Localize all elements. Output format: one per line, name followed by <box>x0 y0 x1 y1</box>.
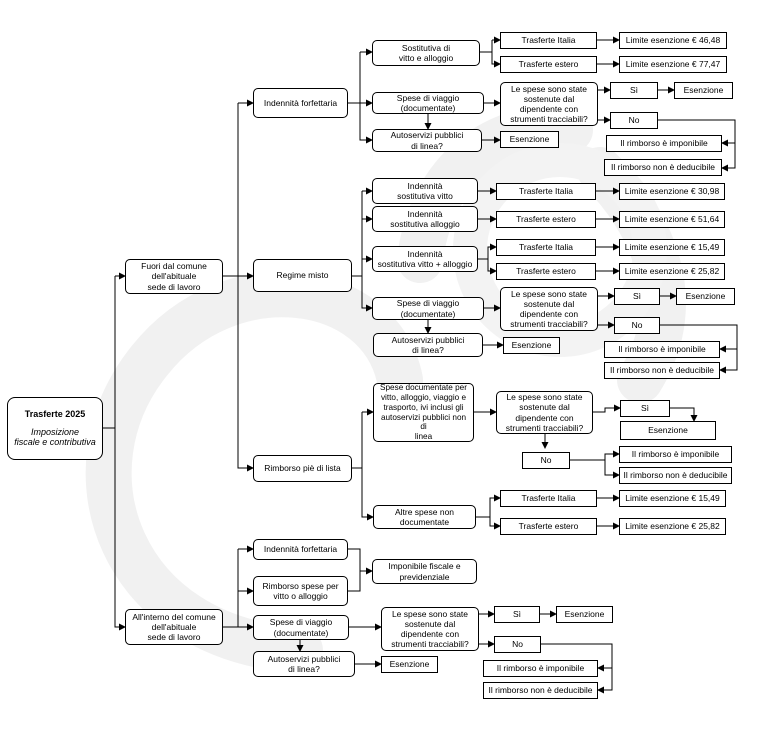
node-fuori-comune: Fuori dal comune dell'abituale sede di l… <box>125 259 223 294</box>
node-b-sostitutiva-vitto-alloggio: Indennità sostitutiva vitto + alloggio <box>372 246 478 272</box>
node-c-limite-2: Limite esenzione € 25,82 <box>619 518 726 535</box>
node-c-si: Sì <box>620 400 670 417</box>
node-b-trasferte-italia-1: Trasferte Italia <box>496 183 596 200</box>
node-a-autoservizi: Autoservizi pubblici di linea? <box>372 129 482 152</box>
root-node: Trasferte 2025 Imposizione fiscale e con… <box>7 397 103 460</box>
node-a-no: No <box>610 112 658 129</box>
node-d-si: Sì <box>494 606 540 623</box>
node-d-imponibile-fiscale: Imponibile fiscale e previdenziale <box>372 559 477 584</box>
node-b-trasferte-estero-1: Trasferte estero <box>496 211 596 228</box>
node-b-no: No <box>614 317 660 334</box>
node-d-rimborso-spese: Rimborso spese per vitto o alloggio <box>253 576 348 606</box>
node-d-no: No <box>494 636 541 653</box>
node-d-esenzione-si: Esenzione <box>556 606 613 623</box>
node-b-non-deducibile: Il rimborso non è deducibile <box>604 362 720 379</box>
node-d-non-deducibile: Il rimborso non è deducibile <box>483 682 598 699</box>
node-a-non-deducibile: Il rimborso non è deducibile <box>604 159 722 176</box>
node-b-trasferte-italia-2: Trasferte Italia <box>496 239 596 256</box>
node-b-sostitutiva-alloggio: Indennità sostitutiva alloggio <box>372 206 478 232</box>
node-b-limite-3: Limite esenzione € 15,49 <box>619 239 725 256</box>
node-b-esenzione-auto: Esenzione <box>503 337 560 354</box>
node-a-limite-italia: Limite esenzione € 46,48 <box>619 32 727 49</box>
node-b-autoservizi: Autoservizi pubblici di linea? <box>373 333 483 357</box>
node-b-limite-2: Limite esenzione € 51,64 <box>619 211 725 228</box>
node-a-spese-viaggio: Spese di viaggio (documentate) <box>372 92 484 114</box>
node-d-esenzione-auto: Esenzione <box>381 656 438 673</box>
node-b-esenzione-si: Esenzione <box>676 288 735 305</box>
node-d-imponibile: Il rimborso è imponibile <box>483 660 598 677</box>
node-a-esenzione-si: Esenzione <box>674 82 733 99</box>
node-a-esenzione-auto: Esenzione <box>500 131 559 148</box>
node-indennita-forfettaria: Indennità forfettaria <box>253 88 348 118</box>
node-a-domanda-tracciabili: Le spese sono state sostenute dal dipend… <box>500 82 598 126</box>
node-d-spese-viaggio: Spese di viaggio (documentate) <box>253 615 349 640</box>
node-regime-misto: Regime misto <box>253 259 352 292</box>
node-d-autoservizi: Autoservizi pubblici di linea? <box>253 651 355 677</box>
node-d-indennita-forfettaria: Indennità forfettaria <box>253 539 348 560</box>
node-b-imponibile: Il rimborso è imponibile <box>604 341 720 358</box>
node-a-sostitutiva: Sostitutiva di vitto e alloggio <box>372 40 480 66</box>
node-c-spese-documentate: Spese documentate per vitto, alloggio, v… <box>373 383 474 442</box>
node-d-domanda-tracciabili: Le spese sono state sostenute dal dipend… <box>381 607 479 651</box>
node-interno-comune: All'interno del comune dell'abituale sed… <box>125 609 223 645</box>
node-b-sostitutiva-vitto: Indennità sostitutiva vitto <box>372 178 478 204</box>
node-b-limite-1: Limite esenzione € 30,98 <box>619 183 725 200</box>
node-b-trasferte-estero-2: Trasferte estero <box>496 263 596 280</box>
node-a-si: Sì <box>610 82 658 99</box>
node-b-limite-4: Limite esenzione € 25,82 <box>619 263 725 280</box>
node-a-limite-estero: Limite esenzione € 77,47 <box>619 56 727 73</box>
root-subtitle: Imposizione fiscale e contributiva <box>14 426 96 448</box>
node-a-trasferte-estero: Trasferte estero <box>500 56 597 73</box>
node-a-imponibile: Il rimborso è imponibile <box>606 135 722 152</box>
node-rimborso-pie-lista: Rimborso piè di lista <box>253 455 352 482</box>
node-c-esenzione: Esenzione <box>620 421 716 440</box>
node-b-domanda-tracciabili: Le spese sono state sostenute dal dipend… <box>500 287 598 331</box>
node-b-si: Sì <box>614 288 660 305</box>
node-c-trasferte-estero: Trasferte estero <box>500 518 597 535</box>
node-a-trasferte-italia: Trasferte Italia <box>500 32 597 49</box>
node-c-altre-spese: Altre spese non documentate <box>373 505 476 529</box>
node-c-non-deducibile: Il rimborso non è deducibile <box>619 467 732 484</box>
node-c-domanda-tracciabili: Le spese sono state sostenute dal dipend… <box>496 391 593 434</box>
root-title: Trasferte 2025 <box>24 408 86 419</box>
node-c-no: No <box>522 452 570 469</box>
node-c-imponibile: Il rimborso è imponibile <box>619 446 732 463</box>
node-b-spese-viaggio: Spese di viaggio (documentate) <box>372 297 484 320</box>
node-c-trasferte-italia: Trasferte Italia <box>500 490 597 507</box>
node-c-limite-1: Limite esenzione € 15,49 <box>619 490 726 507</box>
